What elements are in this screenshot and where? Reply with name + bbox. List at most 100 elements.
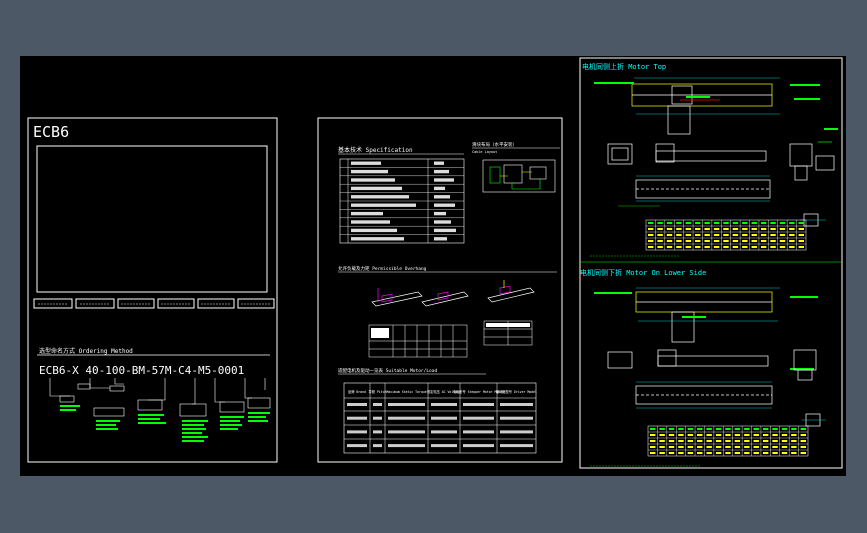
dimension-cell-mark <box>762 434 769 436</box>
dimension-cell-mark <box>800 440 806 442</box>
dimension-cell-mark <box>715 446 722 448</box>
spec-row-label-mark <box>351 186 402 191</box>
dimension-cell-mark <box>666 228 673 230</box>
dimension-cell-mark <box>798 240 804 242</box>
dimension-cell-mark <box>723 222 729 224</box>
dimension-cell-mark <box>676 234 682 236</box>
dimension-cell-mark <box>779 234 786 236</box>
dimension-cell-mark <box>781 440 788 442</box>
dimension-cell-mark <box>789 228 795 230</box>
dimension-cell-mark <box>762 428 769 430</box>
dimension-cell-mark <box>753 434 759 436</box>
dimension-cell-mark <box>704 234 710 236</box>
dimension-cell-mark <box>704 246 710 248</box>
motor-table-cell-mark <box>431 403 457 406</box>
motor-top-heading: 电机同侧上折 Motor Top <box>582 62 666 71</box>
dimension-cell-mark <box>648 228 654 230</box>
spec-row-label-mark <box>351 211 383 216</box>
motor-table-cell-mark <box>463 444 494 448</box>
dimension-cell-mark <box>697 446 703 448</box>
dimension-cell-mark <box>650 446 656 448</box>
motor-table-header: 电机型号 Stepper Motor Model <box>453 389 504 394</box>
dimension-cell-mark <box>687 440 694 442</box>
dimension-cell-mark <box>685 222 692 224</box>
option-tab-1 <box>33 298 73 309</box>
dimension-cell-mark <box>791 452 797 454</box>
code-green-notes <box>60 405 270 442</box>
dimension-cell-mark <box>734 440 741 442</box>
dimension-cell-mark <box>760 240 767 242</box>
dimension-cell-mark <box>800 452 806 454</box>
dimension-cell-mark <box>772 452 778 454</box>
dimension-cell-mark <box>751 222 757 224</box>
dimension-cell-mark <box>725 446 731 448</box>
dimension-cell-mark <box>659 440 665 442</box>
dimension-cell-mark <box>713 222 720 224</box>
motor-table-cell-mark <box>463 430 494 434</box>
spec-row-value-mark <box>434 228 456 233</box>
dimension-cell-mark <box>715 428 722 430</box>
dimension-cell-mark <box>744 440 750 442</box>
dimension-cell-mark <box>798 228 804 230</box>
dimension-cell-mark <box>725 452 731 454</box>
dimension-cell-mark <box>734 428 741 430</box>
dimension-cell-mark <box>659 428 665 430</box>
dimension-cell-mark <box>742 222 748 224</box>
dimension-cell-mark <box>732 234 739 236</box>
dimension-cell-mark <box>734 434 741 436</box>
dimension-cell-mark <box>695 228 701 230</box>
motor-table-cell-mark <box>431 416 457 420</box>
dimension-cell-mark <box>781 446 788 448</box>
dimension-cell-mark <box>713 246 720 248</box>
dimension-cell-mark <box>666 234 673 236</box>
dimension-cell-mark <box>732 240 739 242</box>
dimension-cell-mark <box>685 234 692 236</box>
dimension-cell-mark <box>751 240 757 242</box>
dimension-cell-mark <box>744 428 750 430</box>
spec-row-label-mark <box>351 161 381 165</box>
dimension-cell-mark <box>772 446 778 448</box>
dimension-cell-mark <box>800 446 806 448</box>
dimension-cell-mark <box>650 434 656 436</box>
spec-row-label-mark <box>351 203 416 207</box>
dimension-cell-mark <box>723 228 729 230</box>
dimension-cell-mark <box>678 434 684 436</box>
dimension-cell-mark <box>685 228 692 230</box>
motor-table-cell-mark <box>463 416 494 420</box>
dimension-cell-mark <box>715 434 722 436</box>
dimension-cell-mark <box>706 434 712 436</box>
dimension-cell-mark <box>789 222 795 224</box>
dimension-cell-mark <box>760 234 767 236</box>
motor-table-cell-mark <box>431 430 457 434</box>
spec-row-label-mark <box>351 220 390 224</box>
dimension-cell-mark <box>695 234 701 236</box>
dimension-cell-mark <box>713 240 720 242</box>
dimension-cell-mark <box>742 240 748 242</box>
dimension-cell-mark <box>781 434 788 436</box>
dimension-cell-mark <box>760 222 767 224</box>
overhang-diagrams <box>371 280 535 307</box>
lower-dimension-table <box>647 425 809 457</box>
dimension-cell-mark <box>789 246 795 248</box>
dimension-cell-mark <box>657 240 663 242</box>
dimension-cell-mark <box>744 452 750 454</box>
motor-table-cell-mark <box>347 444 367 448</box>
order-code: ECB6-X 40-100-BM-57M-C4-M5-0001 <box>39 364 244 377</box>
load-heading: 允许负载及力矩 Permissible Overhang <box>338 265 427 272</box>
dimension-cell-mark <box>798 234 804 236</box>
option-tab-5 <box>197 298 235 309</box>
dimension-cell-mark <box>791 446 797 448</box>
dimension-cell-mark <box>734 446 741 448</box>
dimension-cell-mark <box>685 240 692 242</box>
dimension-cell-mark <box>725 428 731 430</box>
dimension-cell-mark <box>770 240 776 242</box>
dimension-cell-mark <box>723 246 729 248</box>
panel2-frame <box>317 117 563 463</box>
dimension-cell-mark <box>779 240 786 242</box>
dimension-cell-mark <box>725 434 731 436</box>
spec-row-value-mark <box>434 203 455 207</box>
dimension-cell-mark <box>723 240 729 242</box>
motor-table-header: Maximum Static Torque <box>386 390 426 394</box>
dimension-cell-mark <box>798 222 804 224</box>
spec-heading: 基本技术 Specification <box>338 146 413 154</box>
